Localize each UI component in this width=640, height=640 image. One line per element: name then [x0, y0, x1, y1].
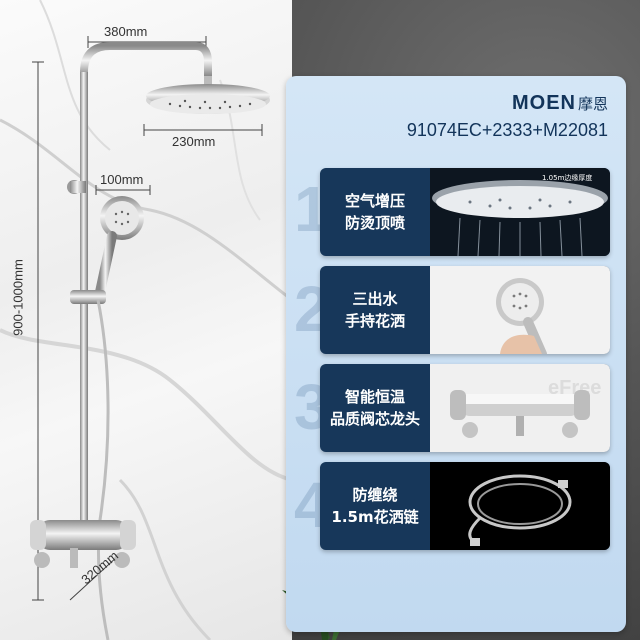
feature-3-line2: 品质阀芯龙头: [329, 410, 420, 428]
feature-card-1: 空气增压 防烫顶喷 1.05m边缘厚度: [320, 168, 610, 256]
marble-veins: [0, 0, 292, 640]
model-number: 91074EC+2333+M22081: [406, 120, 608, 140]
shower-system-drawing: [30, 36, 270, 640]
hand-shower-image: [430, 266, 610, 354]
dim-head-diameter: 230mm: [172, 134, 216, 149]
feature-2-line1: 三出水: [352, 290, 398, 308]
rain-shower-head-image: 1.05m边缘厚度: [430, 168, 610, 256]
feature-2-line2: 手持花洒: [344, 312, 405, 330]
feature-card-2: 三出水 手持花洒: [320, 266, 610, 354]
shower-hose-image: [430, 462, 610, 550]
brand-name-cn: 摩恩: [577, 95, 608, 113]
feature-4-line2: 1.5m花洒链: [331, 508, 419, 526]
feature-1-line1: 空气增压: [344, 192, 405, 210]
brand-name-en: MOEN: [511, 92, 576, 114]
dim-hand-shower: 100mm: [100, 172, 144, 187]
feature-3-text: 智能恒温 品质阀芯龙头: [320, 364, 430, 452]
feature-card-3: 智能恒温 品质阀芯龙头 eFree: [320, 364, 610, 452]
info-card: MOEN 摩恩 91074EC+2333+M22081 1 空气增压 防烫顶喷: [286, 76, 626, 632]
feature-card-4: 防缠绕 1.5m花洒链: [320, 462, 610, 550]
feature-4-line1: 防缠绕: [352, 486, 398, 504]
feature-1-text: 空气增压 防烫顶喷: [320, 168, 430, 256]
feature-1-line2: 防烫顶喷: [344, 214, 405, 232]
brand-logo: MOEN 摩恩: [512, 92, 608, 115]
dim-height-range: 900-1000mm: [10, 259, 26, 336]
feature-1-label: 1.05m边缘厚度: [542, 173, 592, 182]
feature-2-text: 三出水 手持花洒: [320, 266, 430, 354]
thermostatic-valve-image: eFree: [430, 364, 610, 452]
feature-3-line1: 智能恒温: [344, 388, 405, 406]
dim-top-arm: 380mm: [104, 24, 148, 39]
feature-4-text: 防缠绕 1.5m花洒链: [320, 462, 430, 550]
